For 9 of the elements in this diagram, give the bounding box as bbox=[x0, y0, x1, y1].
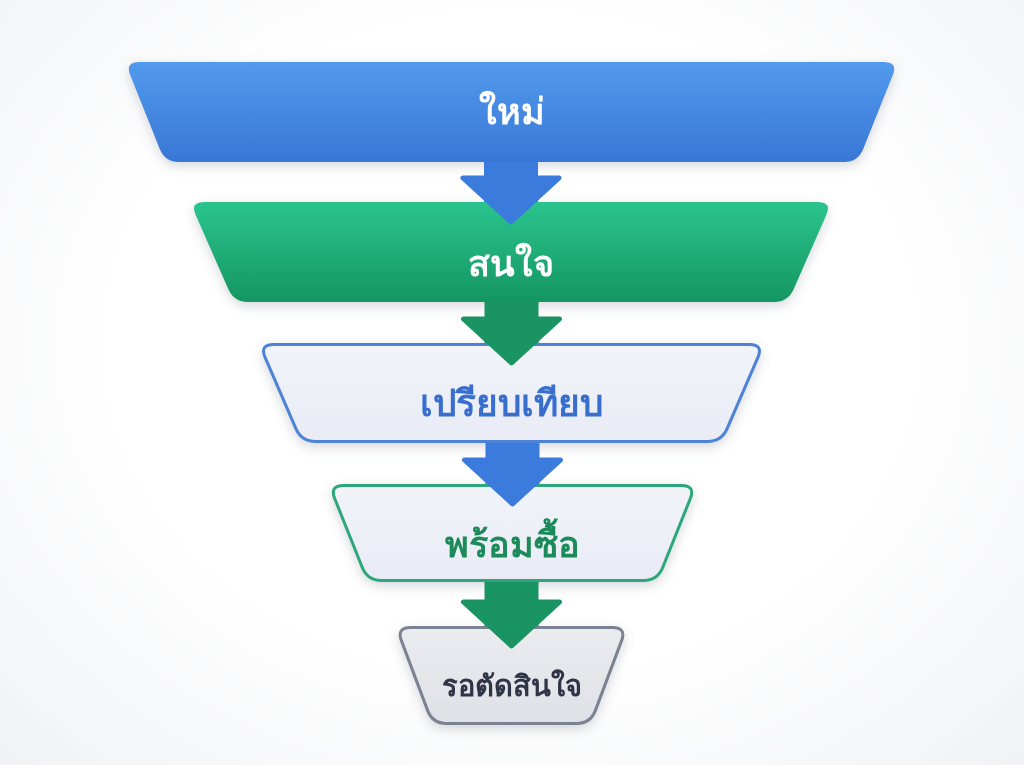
arrow bbox=[461, 582, 562, 649]
arrow bbox=[460, 162, 562, 225]
arrow bbox=[462, 443, 563, 507]
stage-label: ใหม่ bbox=[477, 89, 546, 135]
stage-label: พร้อมซื้อ bbox=[443, 514, 582, 576]
stage-label: เปรียบเทียบ bbox=[419, 381, 604, 428]
stage-label: สนใจ bbox=[467, 241, 555, 287]
arrow bbox=[461, 302, 562, 366]
stage-label: รอตัดสินใจ bbox=[440, 668, 583, 706]
